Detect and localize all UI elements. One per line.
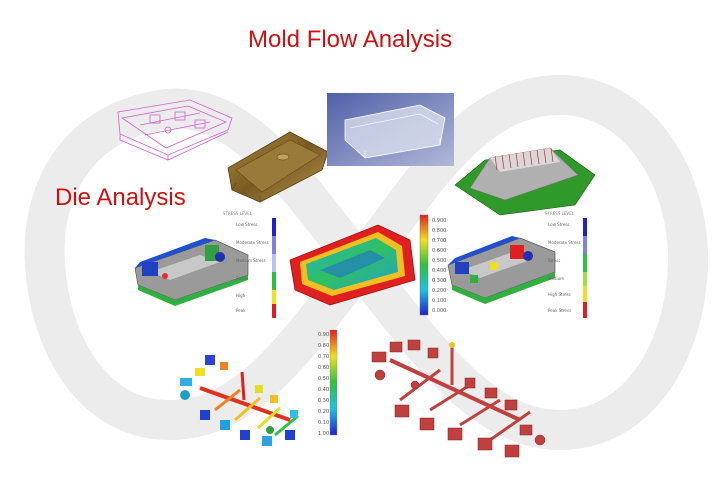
legend-right-item: Moderate Stress <box>548 240 581 245</box>
svg-text:STRESS LEVEL: STRESS LEVEL <box>223 211 253 216</box>
scale-center-tick: 0.000 <box>432 308 446 314</box>
section-title: Die Analysis <box>55 184 186 211</box>
scale-center-tick: 0.500 <box>432 258 446 264</box>
scale-center-tick: 0.800 <box>432 228 446 234</box>
legend-right-item: Peak Stress <box>548 308 571 313</box>
translucent-mesh-render <box>327 93 454 166</box>
legend-right-item: Medium <box>548 276 564 281</box>
legend-right-item: Low Stress <box>548 222 569 227</box>
cooling-channel-model <box>454 147 596 216</box>
scale-center-tick: 0.600 <box>432 248 446 254</box>
legend-left-item: High <box>236 293 246 298</box>
runner-cavities <box>180 355 298 446</box>
scale-center-tick: 0.100 <box>432 298 446 304</box>
legend-left-item: Moderate Stress <box>236 240 269 245</box>
scale-bottom-tick: 0.10 <box>318 420 329 426</box>
legend-left-item: Medium Stress <box>236 258 266 263</box>
scale-bottom-tick: 0.20 <box>318 409 329 415</box>
scale-center-tick: 0.900 <box>432 218 446 224</box>
stress-legend-left: STRESS LEVEL Low Stress Moderate Stress … <box>223 211 276 318</box>
legend-left-item: Peak <box>236 308 246 313</box>
runner-system-colored <box>180 355 299 446</box>
scale-center-tick: 0.200 <box>432 288 446 294</box>
svg-text:STRESS LEVEL: STRESS LEVEL <box>545 211 575 216</box>
runner-system-red <box>371 339 546 458</box>
stress-tray-right <box>447 236 556 304</box>
scale-center-tick: 0.700 <box>432 238 446 244</box>
color-scale-bottom: 0.90 0.80 0.70 0.60 0.50 0.40 0.30 0.20 … <box>318 329 338 437</box>
brown-tray-model <box>227 131 329 203</box>
legend-right-item: High Stress <box>548 292 571 297</box>
flow-tray-center <box>289 224 416 306</box>
scale-center-tick: 0.400 <box>432 268 446 274</box>
wireframe-mold-model <box>117 99 233 161</box>
legend-left-item: Stress <box>236 276 248 281</box>
main-title: Mold Flow Analysis <box>248 26 453 53</box>
legend-left-item: Low Stress <box>236 222 257 227</box>
scale-bottom-tick: 0.30 <box>318 398 329 404</box>
scale-bottom-tick: 0.60 <box>318 365 329 371</box>
color-scale-center: 0.900 0.800 0.700 0.600 0.500 0.400 0.30… <box>419 214 446 316</box>
stress-tray-left <box>134 238 249 306</box>
scale-bottom-tick: 0.50 <box>318 376 329 382</box>
legend-right-item: Stress <box>548 258 560 263</box>
scale-bottom-tick: 0.70 <box>318 354 329 360</box>
scale-bottom-tick: 0.80 <box>318 343 329 349</box>
scale-center-tick: 0.300 <box>432 278 446 284</box>
stress-legend-right: STRESS LEVEL Low Stress Moderate Stress … <box>545 211 587 318</box>
scale-bottom-tick: 0.40 <box>318 387 329 393</box>
scale-bottom-tick: 1.00 <box>318 431 329 437</box>
scale-bottom-tick: 0.90 <box>318 332 329 338</box>
